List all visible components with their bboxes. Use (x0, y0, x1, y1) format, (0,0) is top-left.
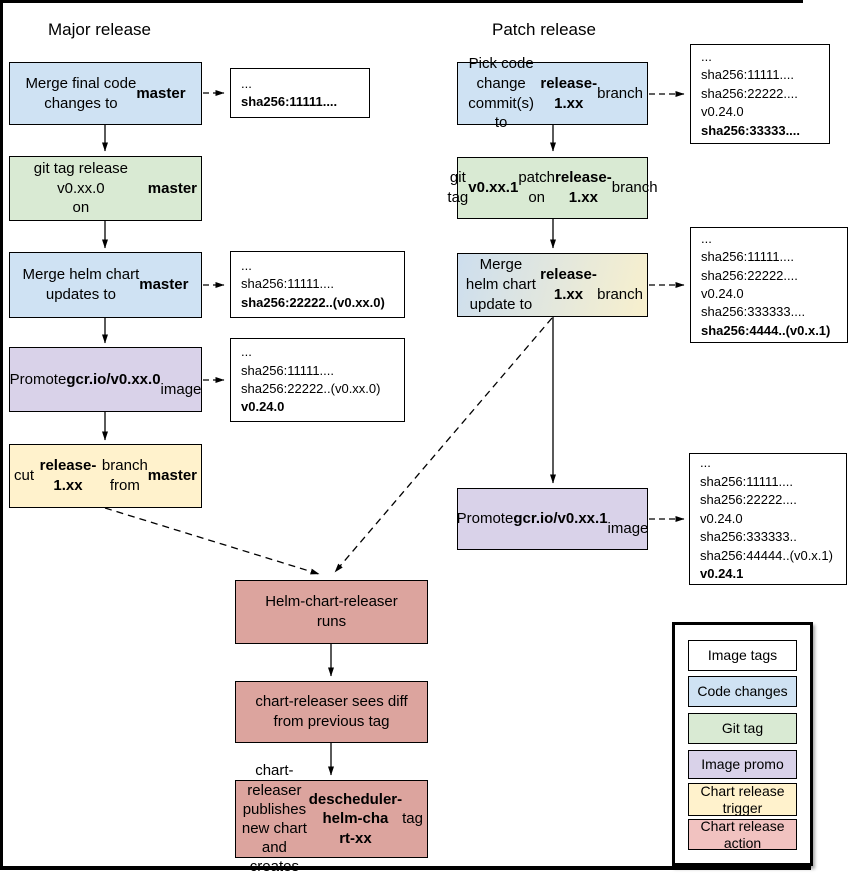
flow-box-pick-commits: Pick code change commit(s) to release-1.… (457, 55, 648, 131)
annotation-line: sha256:11111.... (701, 249, 794, 265)
annotation-box-patch-1: ... sha256:11111.... sha256:22222.... v0.24… (690, 44, 830, 144)
flow-box-git-tag-patch: git tag v0.xx.1 patch on release-1.xx br… (447, 157, 658, 219)
annotation-line: sha256:22222.... (701, 85, 798, 101)
annotation-line: sha256:11111.... (241, 276, 334, 292)
legend-item-image-promo: Image promo (688, 750, 797, 779)
section-title-major-release: Major release (48, 20, 151, 39)
legend-panel: Image tags Code changes Git tag Image pr… (672, 622, 813, 866)
frame-bottom (0, 866, 811, 870)
annotation-line: v0.24.0 (241, 399, 285, 415)
flow-box-merge-helm-updates: Merge helm chart updates to master (9, 252, 202, 318)
annotation-line: sha256:11111.... (700, 473, 793, 489)
legend-item-chart-release-trigger: Chart release trigger (688, 783, 797, 816)
annotation-line: v0.24.0 (701, 286, 744, 301)
flow-box-chart-releaser-sees-diff: chart-releaser sees diff from previous t… (235, 681, 428, 743)
flow-box-git-tag-release: git tag release v0.xx.0 on master (9, 156, 202, 221)
annotation-line: v0.24.1 (700, 566, 744, 582)
annotation-line: sha256:22222.... (701, 267, 798, 283)
legend-item-chart-release-action: Chart release action (688, 818, 797, 851)
annotation-box-patch-3: ... sha256:11111.... sha256:22222.... v0.24… (689, 453, 847, 585)
arrow-cut-branch-to-releaser-runs (104, 507, 320, 575)
annotation-box-major-1: ... sha256:11111.... (230, 68, 370, 118)
legend-item-image-tags: Image tags (688, 640, 797, 671)
annotation-line: ... (241, 344, 252, 360)
annotation-line: ... (701, 48, 712, 64)
annotation-line: ... (241, 75, 252, 91)
arrow-merge-update-to-releaser-runs (334, 317, 553, 573)
annotation-line: sha256:22222..(v0.xx.0) (241, 381, 381, 396)
annotation-line: sha256:11111.... (701, 67, 794, 83)
annotation-line: sha256:11111.... (241, 362, 334, 378)
flow-box-promote-image-major: Promote gcr.io/v0.xx.0 image (9, 347, 202, 412)
legend-item-git-tag: Git tag (688, 713, 797, 744)
annotation-line: sha256:11111.... (241, 94, 338, 109)
annotation-line: ... (241, 257, 252, 273)
annotation-line: sha256:44444..(v0.x.1) (700, 547, 833, 563)
annotation-line: v0.24.0 (701, 104, 744, 120)
annotation-line: v0.24.0 (700, 510, 743, 526)
annotation-line: sha256:4444..(v0.x.1) (701, 322, 831, 338)
annotation-line: sha256:22222..(v0.xx.0) (241, 294, 385, 310)
annotation-box-major-3: ... sha256:11111.... sha256:22222..(v0.xx.… (230, 338, 405, 422)
annotation-line: sha256:333333.... (701, 304, 806, 320)
flow-box-promote-image-patch: Promote gcr.io/v0.xx.1 image (457, 488, 648, 550)
annotation-box-patch-2: ... sha256:11111.... sha256:22222.... v0.24… (690, 227, 848, 343)
annotation-line: sha256:22222.... (700, 492, 797, 508)
section-title-patch-release: Patch release (492, 20, 596, 39)
annotation-box-major-2: ... sha256:11111.... sha256:22222..(v0.xx.… (230, 251, 405, 318)
frame-left (0, 0, 3, 870)
annotation-line: ... (700, 455, 711, 471)
annotation-line: sha256:333333.. (700, 529, 797, 545)
flow-box-merge-helm-update-patch: Merge helm chart update to release-1.xx … (457, 253, 648, 317)
flow-box-cut-release-branch: cut release-1.xx branch from master (9, 444, 202, 508)
legend-item-code-changes: Code changes (688, 676, 797, 707)
frame-top (0, 0, 803, 3)
flow-box-merge-final-code: Merge final code changes to master (9, 62, 202, 125)
annotation-line: sha256:33333.... (701, 122, 801, 138)
annotation-line: ... (701, 230, 712, 246)
flow-box-chart-releaser-publishes: chart-releaser publishes new chart and c… (235, 762, 428, 875)
flow-box-helm-chart-releaser-runs: Helm-chart-releaser runs (235, 580, 428, 644)
